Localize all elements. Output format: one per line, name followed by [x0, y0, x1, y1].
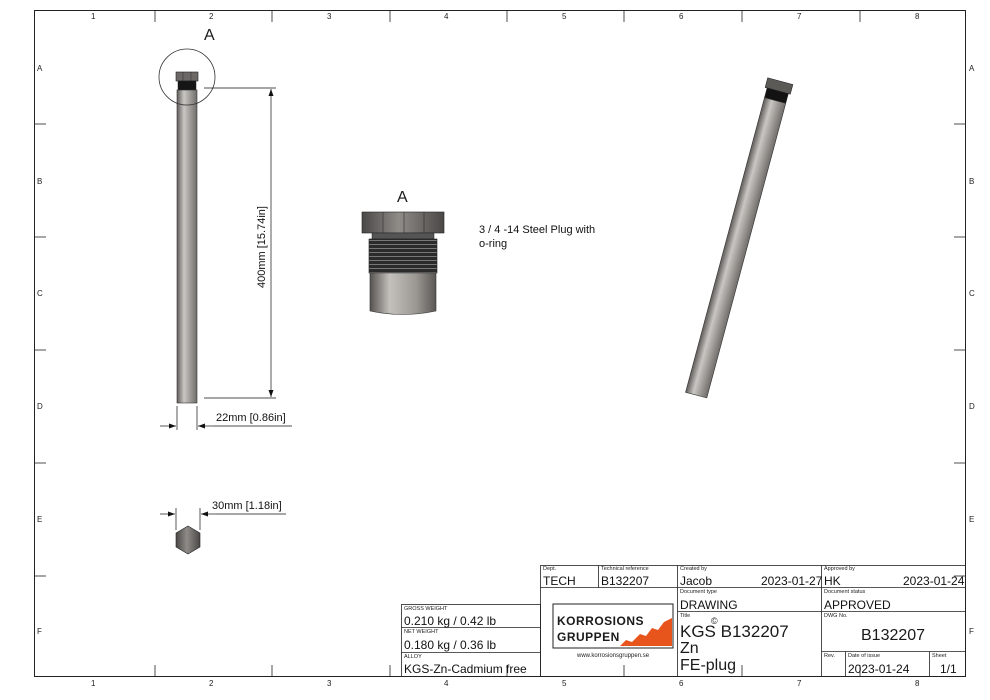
zone-row-right-E: E — [969, 515, 975, 524]
doctype-label: Document type — [680, 589, 717, 595]
zone-col-bottom-2: 2 — [209, 679, 214, 688]
approved-date-value: 2023-01-24 — [903, 574, 965, 588]
dwg-no-value: B132207 — [861, 627, 926, 644]
techref-label: Technical reference — [601, 566, 649, 572]
zone-col-bottom-7: 7 — [797, 679, 802, 688]
length-dimension-text: 400mm [15.74in] — [256, 206, 268, 288]
approved-by-value: HK — [824, 574, 841, 588]
zone-col-top-6: 6 — [679, 12, 684, 21]
detail-circle — [158, 48, 216, 106]
alloy-value: KGS-Zn-Cadmium free — [404, 662, 527, 676]
hex-end-view — [175, 525, 201, 555]
docstatus-value: APPROVED — [824, 598, 891, 612]
doctype-value: DRAWING — [680, 598, 738, 612]
zone-row-right-C: C — [969, 289, 975, 298]
plug-note-line1: 3 / 4 -14 Steel Plug with — [479, 224, 596, 236]
created-date-value: 2023-01-27 — [761, 574, 823, 588]
zone-row-left-B: B — [37, 177, 43, 186]
zone-row-right-B: B — [969, 177, 975, 186]
zone-col-top-1: 1 — [91, 12, 96, 21]
rod-hex-head — [175, 71, 199, 82]
zone-row-left-D: D — [37, 402, 43, 411]
approved-by-label: Approved by — [824, 566, 855, 572]
gross-weight-label: GROSS WEIGHT — [404, 606, 448, 612]
hex-dimension — [160, 508, 286, 530]
zone-col-top-2: 2 — [209, 12, 214, 21]
zone-col-top-3: 3 — [327, 12, 332, 21]
dept-label: Dept. — [543, 566, 557, 572]
title-line-1: KGS B132207 — [680, 622, 789, 641]
copyright-mark: © — [711, 616, 718, 626]
issue-date-label: Date of issue — [848, 653, 881, 659]
anode-rod-front-view — [175, 71, 199, 404]
length-dimension — [204, 87, 276, 399]
zone-col-bottom-8: 8 — [915, 679, 920, 688]
zone-col-top-7: 7 — [797, 12, 802, 21]
logo-line-2: GRUPPEN — [557, 630, 620, 644]
company-logo — [552, 603, 674, 649]
zone-row-right-A: A — [969, 64, 975, 73]
detail-callout-label: A — [204, 27, 215, 44]
techref-value: B132207 — [601, 574, 650, 588]
zone-col-bottom-6: 6 — [679, 679, 684, 688]
detail-view-title: A — [397, 189, 408, 206]
sheet-label: Sheet — [932, 653, 947, 659]
zone-col-bottom-5: 5 — [562, 679, 567, 688]
zone-col-bottom-1: 1 — [91, 679, 96, 688]
zone-col-top-5: 5 — [562, 12, 567, 21]
plug-detail-view — [361, 211, 445, 315]
rev-label: Rev. — [824, 653, 835, 659]
anode-rod-iso-view — [685, 77, 794, 399]
alloy-label: ALLOY — [404, 654, 422, 660]
diameter-dimension-text: 22mm [0.86in] — [216, 412, 286, 424]
net-weight-value: 0.180 kg / 0.36 lb — [404, 638, 497, 652]
title-line-3: FE-plug — [680, 657, 737, 674]
rod-body — [176, 89, 198, 404]
zone-col-bottom-4: 4 — [444, 679, 449, 688]
zone-col-bottom-3: 3 — [327, 679, 332, 688]
logo-line-1: KORROSIONS — [557, 614, 645, 628]
title-label: Title — [680, 613, 691, 619]
plug-hex — [361, 211, 445, 234]
plug-body — [369, 272, 437, 315]
plug-thread — [368, 238, 438, 274]
hex-dimension-text: 30mm [1.18in] — [212, 500, 282, 512]
dept-value: TECH — [543, 574, 576, 588]
zone-row-right-D: D — [969, 402, 975, 411]
net-weight-label: NET WEIGHT — [404, 629, 439, 635]
zone-row-left-F: F — [37, 627, 42, 636]
zone-row-right-F: F — [969, 627, 974, 636]
rod-thread — [177, 80, 197, 91]
zone-ticks — [34, 10, 966, 677]
zone-row-left-E: E — [37, 515, 43, 524]
gross-weight-value: 0.210 kg / 0.42 lb — [404, 614, 497, 628]
diameter-dimension — [160, 406, 292, 430]
created-by-label: Created by — [680, 566, 707, 572]
zone-row-left-C: C — [37, 289, 43, 298]
title-block — [540, 565, 966, 677]
dwg-no-label: DWG No. — [824, 613, 848, 619]
zone-col-top-4: 4 — [444, 12, 449, 21]
title-line-2: Zn — [680, 640, 699, 657]
docstatus-label: Document status — [824, 589, 866, 595]
plug-note-line2: o-ring — [479, 238, 508, 250]
created-by-value: Jacob — [680, 574, 713, 588]
logo-url: www.korrosionsgruppen.se — [577, 653, 650, 659]
zone-col-top-8: 8 — [915, 12, 920, 21]
issue-date-value: 2023-01-24 — [848, 662, 910, 676]
sheet-value: 1/1 — [940, 662, 957, 676]
zone-row-left-A: A — [37, 64, 43, 73]
